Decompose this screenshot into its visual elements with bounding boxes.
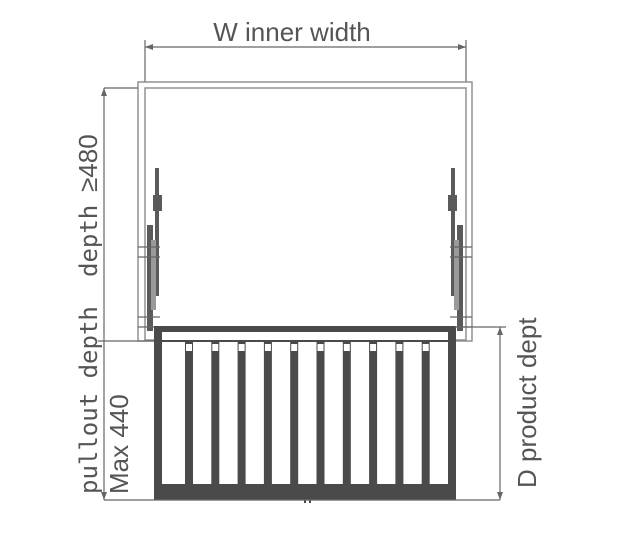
slat-clip: [291, 344, 298, 351]
slat-clip: [422, 344, 429, 351]
pullout-depth-label: pullout depth: [75, 306, 103, 494]
product-depth-label: D product dept: [512, 317, 542, 488]
basket-slat: [290, 342, 299, 484]
slat-clip: [370, 344, 377, 351]
basket-slats: [185, 342, 430, 484]
basket-slat: [316, 342, 325, 484]
depth-value: ≥480: [73, 134, 103, 192]
slat-clip: [396, 344, 403, 351]
basket-slat: [342, 342, 351, 484]
baseline: [101, 492, 500, 501]
slat-clip: [212, 344, 219, 351]
slat-clip: [343, 344, 350, 351]
slat-clip: [238, 344, 245, 351]
cabinet-outline: [137, 81, 473, 342]
pullout-basket: [154, 326, 456, 503]
basket-slat: [369, 342, 378, 484]
max-value-label: Max 440: [104, 394, 134, 494]
basket-slat: [185, 342, 193, 484]
basket-slat: [263, 342, 272, 484]
width-dimension: W inner width: [144, 17, 467, 82]
product-depth-dimension: [455, 326, 506, 500]
right-runner: [448, 168, 472, 331]
slat-clip: [186, 344, 192, 351]
depth-label: depth: [75, 205, 103, 277]
basket-slat: [395, 342, 404, 484]
basket-slat: [211, 342, 220, 484]
width-label: W inner width: [213, 17, 371, 47]
slat-clip: [317, 344, 324, 351]
left-runner: [138, 168, 162, 331]
depth-dimension: [98, 87, 155, 500]
basket-slat: [421, 342, 430, 484]
basket-slat: [237, 342, 246, 484]
slat-clip: [264, 344, 271, 351]
